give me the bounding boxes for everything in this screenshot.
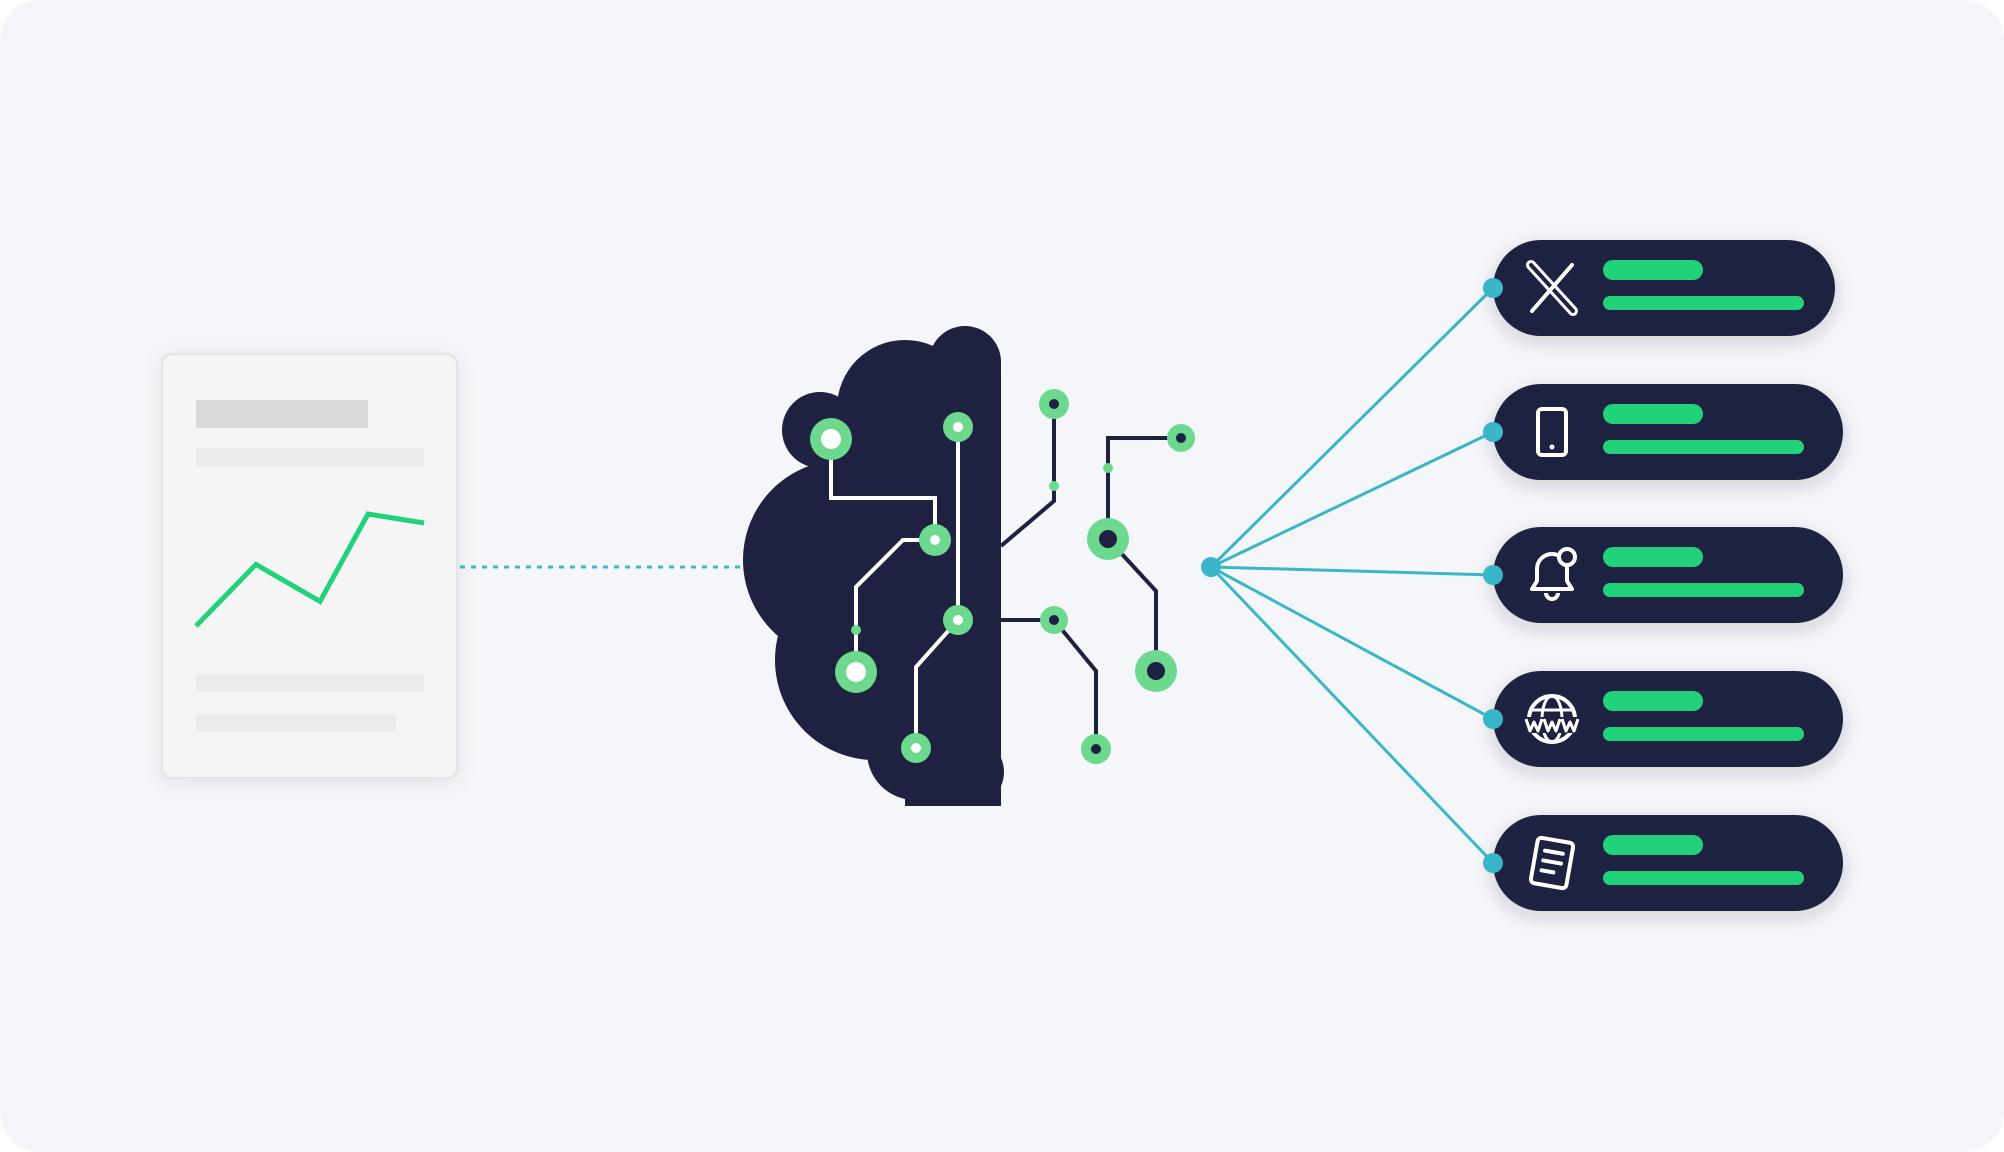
channel-subtitle-bar — [1603, 727, 1804, 741]
channel-subtitle-bar — [1603, 871, 1804, 885]
document-title-bar — [196, 400, 368, 428]
channel-pill-notification — [1483, 527, 1843, 623]
channel-pill-background — [1493, 671, 1843, 767]
channel-pill-background — [1493, 384, 1843, 480]
channel-title-bar — [1603, 260, 1703, 280]
channel-port-node — [1483, 278, 1503, 298]
globe-www-icon — [1524, 694, 1580, 744]
brain-shape — [743, 326, 1004, 806]
document-text-bar-1 — [196, 674, 424, 692]
channel-port-node — [1483, 709, 1503, 729]
connector-x — [1209, 286, 1495, 569]
x-logo-icon — [1526, 260, 1578, 316]
channel-pill-mobile — [1483, 384, 1843, 480]
channel-pill-web — [1483, 671, 1843, 767]
channel-pill-x — [1483, 240, 1835, 336]
channel-pill-article — [1483, 815, 1843, 911]
fan-out-connectors — [1209, 286, 1495, 865]
connector-mobile — [1210, 430, 1494, 569]
bell-notification-icon — [1530, 547, 1577, 601]
outer-circuit-traces — [999, 404, 1181, 749]
hub-node — [1201, 557, 1221, 577]
channel-subtitle-bar — [1603, 440, 1804, 454]
channel-pill-background — [1493, 815, 1843, 911]
connector-article — [1209, 565, 1495, 865]
channel-pill-background — [1493, 240, 1835, 336]
channel-pill-background — [1493, 527, 1843, 623]
channel-port-node — [1483, 853, 1503, 873]
channel-port-node — [1483, 565, 1503, 585]
channel-port-node — [1483, 422, 1503, 442]
channel-subtitle-bar — [1603, 583, 1804, 597]
connector-notification — [1210, 565, 1494, 577]
channel-title-bar — [1603, 835, 1703, 855]
document-text-bar-2 — [196, 714, 396, 732]
document-note-icon — [1528, 835, 1576, 891]
brain-icon — [743, 326, 1195, 806]
channel-subtitle-bar — [1603, 296, 1804, 310]
circuit-nodes — [810, 389, 1195, 764]
channel-title-bar — [1603, 404, 1703, 424]
document-card — [161, 353, 458, 779]
document-line-chart — [194, 511, 425, 628]
channel-title-bar — [1603, 547, 1703, 567]
channel-title-bar — [1603, 691, 1703, 711]
channel-list — [1483, 240, 1843, 911]
connector-web — [1210, 565, 1494, 721]
document-subtitle-bar — [196, 448, 424, 466]
smartphone-icon — [1536, 407, 1568, 457]
